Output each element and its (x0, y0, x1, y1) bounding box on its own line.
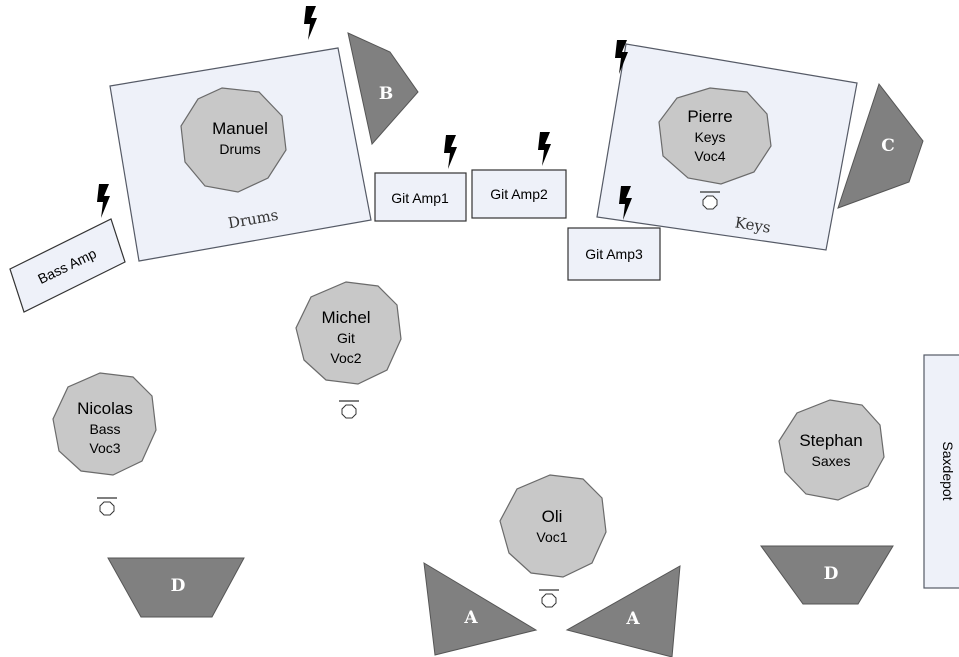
musician-michel: Michel Git Voc2 (295, 281, 402, 385)
musician-manuel: Manuel Drums (180, 87, 287, 193)
git-amp-2-label: Git Amp2 (490, 186, 548, 202)
monitor-c-label: C (881, 136, 895, 156)
monitor-d-left-label: D (171, 576, 186, 596)
monitor-a-left-label: A (463, 608, 478, 628)
microphone-icon (538, 589, 560, 608)
lightning-bolt-icon (304, 6, 317, 40)
monitor-c: C (837, 82, 924, 209)
monitor-d-right: D (760, 545, 894, 605)
git-amp-3-label: Git Amp3 (585, 246, 643, 262)
saxdepot: Saxdepot (923, 354, 959, 589)
bass-amp: Bass Amp (9, 218, 126, 313)
microphone-icon (338, 400, 360, 419)
musician-name: Pierre (687, 107, 732, 126)
lightning-bolt-icon (538, 132, 551, 166)
monitor-d-right-label: D (824, 564, 839, 584)
git-amp-2: Git Amp2 (471, 169, 567, 219)
musician-role: Git (337, 330, 355, 346)
keys-riser-label: Keys (734, 213, 772, 236)
git-amp-1: Git Amp1 (374, 172, 467, 222)
musician-pierre: Pierre Keys Voc4 (658, 87, 772, 185)
musician-vocal: Voc4 (694, 148, 725, 164)
monitor-a-right: A (565, 565, 681, 657)
musician-vocal: Voc2 (330, 350, 361, 366)
git-amp-1-label: Git Amp1 (391, 190, 449, 206)
lightning-bolt-icon (97, 184, 110, 218)
musician-name: Manuel (212, 119, 268, 138)
monitor-a-left: A (423, 562, 538, 656)
monitor-d-left: D (107, 557, 245, 618)
monitor-a-right-label: A (625, 609, 640, 629)
musician-oli: Oli Voc1 (499, 474, 607, 578)
musician-name: Oli (542, 507, 563, 526)
monitor-b: B (347, 32, 419, 146)
musician-role: Bass (89, 421, 120, 437)
monitor-b-label: B (379, 84, 393, 104)
musician-role: Saxes (812, 453, 851, 469)
git-amp-3: Git Amp3 (567, 227, 661, 281)
musician-name: Stephan (799, 431, 862, 450)
saxdepot-label: Saxdepot (940, 441, 956, 500)
musician-name: Nicolas (77, 399, 133, 418)
musician-role: Keys (694, 129, 725, 145)
musician-name: Michel (321, 308, 370, 327)
musician-stephan: Stephan Saxes (778, 399, 885, 501)
musician-vocal: Voc3 (89, 440, 120, 456)
musician-vocal: Voc1 (536, 529, 567, 545)
musician-nicolas: Nicolas Bass Voc3 (52, 372, 157, 476)
microphone-icon (96, 497, 118, 516)
lightning-bolt-icon (444, 135, 457, 169)
musician-role: Drums (219, 141, 260, 157)
